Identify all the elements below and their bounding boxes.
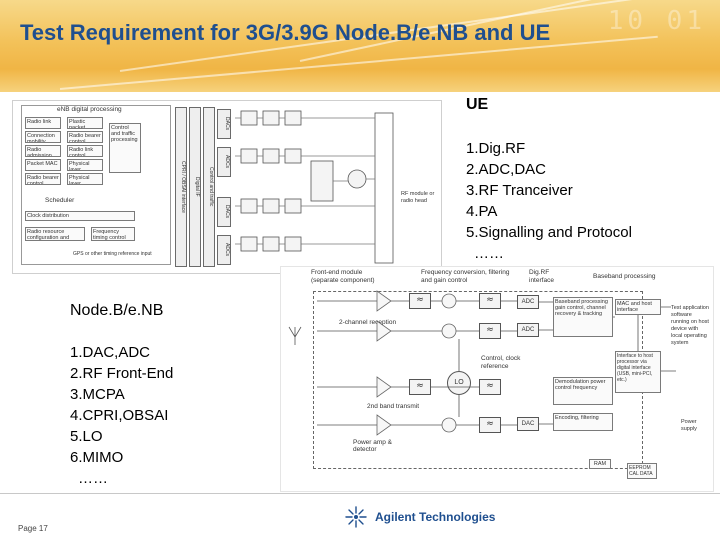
enb-gps-label: GPS or other timing reference input (73, 251, 152, 257)
adc-block: ADC (517, 323, 539, 337)
power-supply-label: Power supply (681, 419, 697, 432)
footer-divider (0, 493, 720, 494)
enb-row-box: Plastic packet (67, 117, 103, 129)
ue-power-label: Power amp & detector (353, 439, 393, 453)
ram-box: RAM (589, 459, 611, 469)
eeprom-box: EEPROM CAL DATA (627, 463, 657, 479)
dac-block: DAC (517, 417, 539, 431)
enb-scheduler-label: Scheduler (45, 197, 75, 204)
ue-signal-lines (288, 290, 676, 436)
nodeb-item: 3.MCPA (70, 386, 125, 403)
enb-row-box: Radio link control (67, 145, 103, 157)
brand-name: Agilent Technologies (375, 510, 496, 524)
ue-item: 2.ADC,DAC (466, 161, 547, 178)
binary-decoration: 10 01 (607, 6, 706, 36)
slide-title: Test Requirement for 3G/3.9G Node.B/e.NB… (20, 20, 551, 45)
ue-item: 4.PA (466, 203, 498, 220)
converter-block: ADCs (217, 235, 231, 265)
adc-block: ADC (517, 295, 539, 309)
ue-tx-label: 2nd band transmit (367, 403, 420, 410)
nodeb-item: 4.CPRI,OBSAI (70, 407, 169, 424)
enb-row-box: Radio bearer control (25, 173, 61, 185)
nodeb-item: 1.DAC,ADC (70, 344, 151, 361)
enb-row-box: Radio admission (25, 145, 61, 157)
ue-block-diagram: Front-end module (separate component) Fr… (280, 266, 714, 492)
page-number: Page 17 (18, 524, 48, 533)
enb-digital-frame (21, 105, 171, 265)
demod-box: Demodulation power control frequency (553, 377, 613, 405)
filter-block: ≈ (479, 379, 501, 395)
enb-row-box: Radio link (25, 117, 61, 129)
nodeb-heading: Node.B/e.NB (70, 302, 164, 319)
enb-digital-heading: eNB digital processing (57, 106, 122, 113)
ue-label-digrf: Dig.RF interface (529, 269, 554, 284)
ue-item: 5.Signalling and Protocol (466, 224, 632, 241)
cpri-interface-bar: Digital IF (189, 107, 201, 267)
enb-row-box: Physical layer (67, 159, 103, 171)
ue-heading: UE (466, 96, 489, 113)
filter-block: ≈ (409, 293, 431, 309)
enb-freq-timing-box: Frequency timing control (91, 227, 135, 241)
ue-item: 1.Dig.RF (466, 140, 526, 157)
rf-chain-drawing (235, 110, 394, 264)
converter-block: DACs (217, 197, 231, 227)
ue-control-label: Control, clock reference (481, 355, 521, 370)
header-banner: 10 01 (0, 0, 720, 92)
ue-requirement-list: 1.Dig.RF 2.ADC,DAC 3.RF Tranceiver 4.PA … (466, 138, 632, 264)
ue-label-baseband: Baseband processing (593, 273, 656, 280)
filter-block: ≈ (479, 323, 501, 339)
nodeb-item: 5.LO (70, 428, 103, 445)
filter-block: ≈ (479, 293, 501, 309)
nodeb-requirement-list: 1.DAC,ADC 2.RF Front-End 3.MCPA 4.CPRI,O… (70, 342, 173, 489)
baseband-box: Baseband processing gain control, channe… (553, 297, 613, 337)
nodeb-item: …… (78, 470, 108, 487)
cpri-interface-bar: CPRI / OBSAI interface (175, 107, 187, 267)
ue-label-frontend: Front-end module (separate component) (311, 269, 375, 284)
nodeb-item: 2.RF Front-End (70, 365, 174, 382)
ue-label-freq: Frequency conversion, filtering and gain… (421, 269, 510, 284)
enb-row-box: Packet MAC (25, 159, 61, 171)
enb-row-box: Physical layer (67, 173, 103, 185)
enb-row-box: Radio bearer control (67, 131, 103, 143)
mac-box: MAC and host interface (615, 299, 661, 315)
radio-head-label: RF module or radio head (401, 191, 435, 204)
brand: Agilent Technologies (345, 506, 495, 528)
enb-config-box: Radio resource configuration and provisi… (25, 227, 85, 241)
filter-block: ≈ (409, 379, 431, 395)
enb-cpu-box: Control and traffic processing (109, 123, 141, 173)
cpri-interface-bar: Control and traffic (203, 107, 215, 267)
filter-block: ≈ (479, 417, 501, 433)
ue-item: …… (474, 245, 504, 262)
ue-rx-label: 2-channel reception (339, 319, 397, 326)
enb-block-diagram: eNB digital processing Radio link Plasti… (12, 100, 442, 274)
enb-row-box: Connection mobility (25, 131, 61, 143)
enb-clock-box: Clock distribution (25, 211, 135, 221)
host-interface-box: Interface to host processor via digital … (615, 351, 661, 393)
ue-item: 3.RF Tranceiver (466, 182, 573, 199)
agilent-spark-icon (345, 506, 367, 528)
lo-block: LO (447, 371, 471, 395)
test-app-label: Test application software running on hos… (671, 305, 709, 346)
encoding-box: Encoding, filtering (553, 413, 613, 431)
nodeb-item: 6.MIMO (70, 449, 124, 466)
converter-block: DACs (217, 109, 231, 139)
converter-block: ADCs (217, 147, 231, 177)
